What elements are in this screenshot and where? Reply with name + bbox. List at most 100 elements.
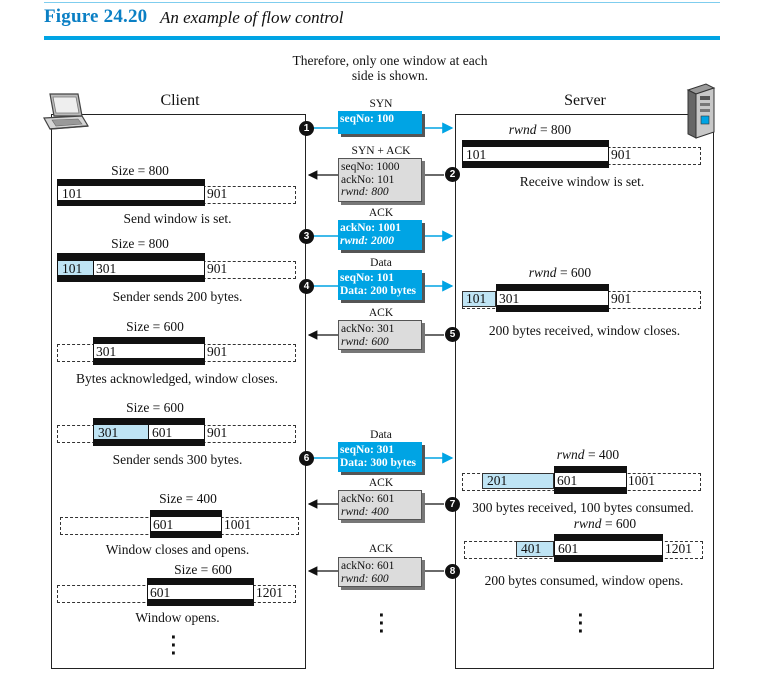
server-win-2-s2: 301	[499, 291, 520, 306]
msg-3-label: ACK	[368, 207, 394, 219]
msg-7-line-1: ackNo: 601	[341, 493, 395, 505]
client-win-3-caption: Bytes acknowledged, window closes.	[75, 371, 279, 386]
msg-5-label: ACK	[368, 307, 394, 319]
server-win-4-s3: 1201	[665, 541, 692, 556]
client-win-3-s1: 301	[96, 344, 117, 359]
server-column	[455, 114, 714, 669]
server-win-1-caption: Receive window is set.	[519, 174, 645, 189]
middle-continuation-dots: ···	[378, 605, 386, 643]
server-win-2-rwnd-value: = 600	[559, 265, 592, 280]
client-win-4-inner	[149, 425, 204, 439]
client-win-5-caption: Window closes and opens.	[105, 542, 250, 557]
client-win-4-sent	[94, 425, 148, 439]
msg-2-box: seqNo: 1000 ackNo: 101 rwnd: 800	[338, 158, 422, 202]
step-2-badge: 2	[445, 167, 460, 182]
client-win-2-s2: 301	[96, 261, 117, 276]
server-win-2-inner	[497, 291, 608, 305]
msg-2-line-1: seqNo: 1000	[341, 161, 400, 173]
step-6-badge: 6	[299, 451, 314, 466]
server-win-4-rwnd: rwnd = 600	[545, 516, 665, 532]
server-win-3-caption: 300 bytes received, 100 bytes consumed.	[472, 500, 694, 515]
client-win-1-s3: 901	[207, 186, 228, 201]
server-win-1-s3: 901	[611, 147, 632, 162]
client-win-2-inner	[94, 261, 204, 275]
server-win-1-rwnd-word: rwnd	[508, 122, 537, 137]
client-win-3-s3: 901	[207, 344, 228, 359]
client-win-4-s1: 301	[98, 425, 119, 440]
step-7-badge: 7	[445, 497, 460, 512]
msg-1-label: SYN	[369, 98, 393, 110]
server-win-2-rwnd-word: rwnd	[528, 265, 557, 280]
client-win-5-size: Size = 400	[159, 491, 217, 506]
server-win-1-s1: 101	[466, 147, 487, 162]
client-label: Client	[160, 92, 200, 109]
msg-5-box: ackNo: 301 rwnd: 600	[338, 320, 422, 350]
msg-3-line-2: rwnd: 2000	[340, 234, 394, 247]
client-win-4-caption: Sender sends 300 bytes.	[112, 452, 243, 467]
diagram-note: Therefore, only one window at each side …	[292, 53, 488, 83]
server-win-1-rwnd: rwnd = 800	[480, 122, 600, 138]
server-win-2-rwnd: rwnd = 600	[500, 265, 620, 281]
client-win-5-inner	[151, 517, 221, 531]
client-win-4-s2: 601	[152, 425, 173, 440]
client-win-2-caption: Sender sends 200 bytes.	[112, 289, 243, 304]
server-win-1-inner	[463, 147, 608, 161]
msg-2-line-2: ackNo: 101	[341, 173, 395, 186]
client-continuation-dots: ···	[170, 627, 178, 665]
server-win-4-rwnd-value: = 600	[604, 516, 637, 531]
server-win-2-caption: 200 bytes received, window closes.	[488, 323, 681, 338]
server-continuation-dots: ···	[577, 605, 585, 643]
step-4-badge: 4	[299, 279, 314, 294]
server-win-3-s3: 1001	[628, 473, 655, 488]
server-win-3-inner	[555, 473, 626, 487]
server-win-4-caption: 200 bytes consumed, window opens.	[484, 573, 684, 588]
server-win-2-s1: 101	[466, 291, 487, 306]
client-win-1-s1: 101	[62, 186, 83, 201]
server-win-3-s2: 601	[557, 473, 578, 488]
server-win-3-received	[482, 473, 554, 489]
client-win-3-size: Size = 600	[126, 319, 184, 334]
msg-7-line-2: rwnd: 400	[341, 505, 389, 518]
msg-6-line-1: seqNo: 301	[340, 444, 394, 456]
msg-1-box: seqNo: 100	[338, 111, 422, 134]
msg-3-box: ackNo: 1001 rwnd: 2000	[338, 220, 422, 250]
msg-5-line-2: rwnd: 600	[341, 335, 389, 348]
client-win-2-sent	[58, 261, 93, 275]
msg-6-label: Data	[370, 429, 392, 441]
server-label: Server	[564, 92, 606, 109]
msg-2-label: SYN + ACK	[351, 145, 411, 157]
msg-7-box: ackNo: 601 rwnd: 400	[338, 490, 422, 520]
server-win-4-s2: 601	[558, 541, 579, 556]
msg-8-line-1: ackNo: 601	[341, 560, 395, 572]
client-win-2-s1: 101	[62, 261, 83, 276]
figure-title: An example of flow control	[160, 8, 344, 27]
client-win-6-s3: 1201	[256, 585, 283, 600]
client-win-6-s1: 601	[150, 585, 171, 600]
msg-7-label: ACK	[368, 477, 394, 489]
server-win-4-rwnd-word: rwnd	[573, 516, 602, 531]
header-rule	[44, 36, 720, 40]
server-win-4-s1: 401	[521, 541, 542, 556]
header-top-rule	[44, 2, 720, 3]
figure-number: Figure 24.20	[44, 6, 148, 27]
client-win-3-inner	[94, 344, 204, 358]
msg-4-line-1: seqNo: 101	[340, 272, 394, 284]
client-win-5-s3: 1001	[224, 517, 251, 532]
client-win-2-s3: 901	[207, 261, 228, 276]
step-3-badge: 3	[299, 229, 314, 244]
server-win-2-received	[462, 291, 496, 307]
msg-3-line-1: ackNo: 1001	[340, 222, 402, 234]
client-column	[51, 114, 306, 669]
client-win-1-size: Size = 800	[111, 163, 169, 178]
msg-6-line-2: Data: 300 bytes	[340, 456, 417, 469]
msg-8-label: ACK	[368, 543, 394, 555]
client-win-6-size: Size = 600	[174, 562, 232, 577]
server-win-4-received	[516, 541, 554, 557]
step-1-badge: 1	[299, 121, 314, 136]
server-tower-icon	[686, 83, 716, 139]
server-win-1-rwnd-value: = 800	[539, 122, 572, 137]
msg-2-line-3: rwnd: 800	[341, 186, 389, 198]
msg-5-line-1: ackNo: 301	[341, 323, 395, 335]
client-win-6-inner	[148, 585, 253, 599]
msg-1-line-1: seqNo: 100	[340, 113, 394, 125]
